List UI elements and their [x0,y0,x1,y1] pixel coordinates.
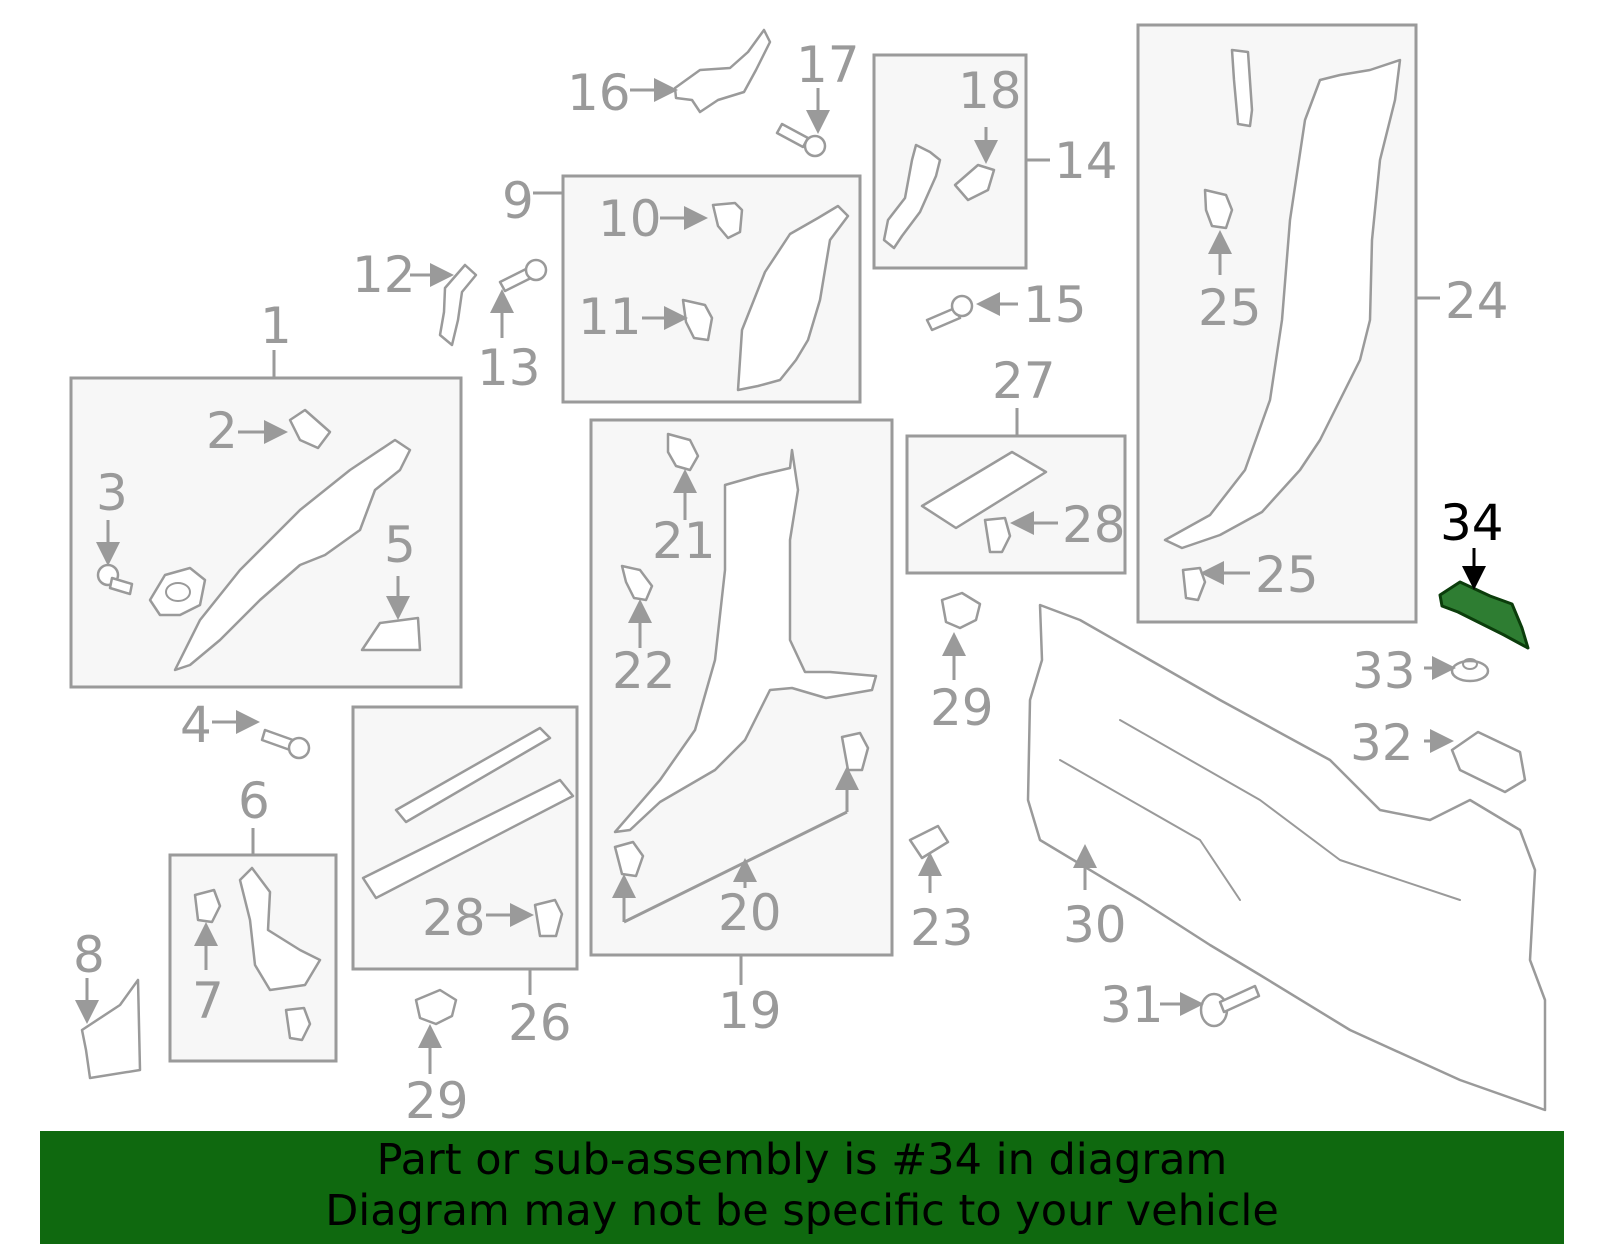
callout-25-upper: 25 [1198,279,1262,337]
callout-18: 18 [958,62,1022,120]
callout-26: 26 [508,994,572,1052]
cover-part [360,616,422,652]
callout-6: 6 [238,772,270,830]
trim-piece-part [238,866,322,992]
clip-part [438,263,478,347]
callout-32: 32 [1350,714,1414,772]
pillar-trim-part [613,448,878,834]
callout-22: 22 [612,642,676,700]
clip-part [840,731,870,772]
clip-part [711,201,744,240]
highlighted-part-34[interactable] [1438,580,1530,650]
clip-part [414,988,458,1026]
callout-11: 11 [578,288,642,346]
pillar-trim-part [736,204,850,392]
callout-13: 13 [477,339,541,397]
clip-part [983,516,1012,554]
callout-8: 8 [73,926,105,984]
callout-23: 23 [910,899,974,957]
clip-part [533,898,564,938]
speaker-part [148,566,207,617]
callout-19: 19 [718,982,782,1040]
bolt-part [498,258,548,293]
callout-16: 16 [567,64,631,122]
clip-part [908,824,950,860]
clip-part [613,840,645,878]
callout-12: 12 [352,246,416,304]
info-banner: Part or sub-assembly is #34 in diagram D… [40,1131,1564,1244]
callout-1: 1 [260,297,292,355]
callout-25-lower: 25 [1255,546,1319,604]
clip-part [284,1006,312,1042]
clip-part [1203,188,1234,230]
callout-30: 30 [1063,896,1127,954]
callout-14: 14 [1054,132,1118,190]
callout-4: 4 [180,696,212,754]
callout-28-left: 28 [422,889,486,947]
callout-5: 5 [384,516,416,574]
callout-10: 10 [598,190,662,248]
back-panel-part [1026,603,1547,1112]
bolt-part [96,563,134,596]
callout-34: 34 [1440,494,1504,552]
callout-31: 31 [1100,976,1164,1034]
step-plate-part [920,450,1048,530]
bolt-part [775,122,827,158]
banner-line-1: Part or sub-assembly is #34 in diagram [376,1135,1228,1185]
callout-20: 20 [718,884,782,942]
clip-part [953,163,996,202]
banner-line-2: Diagram may not be specific to your vehi… [325,1186,1279,1236]
callout-24: 24 [1445,272,1509,330]
callout-3: 3 [96,464,128,522]
scuff-plate-part [361,778,575,900]
nut-part [1450,658,1490,683]
clip-part [940,591,982,630]
callout-9: 9 [502,172,534,230]
callout-29-bottom: 29 [405,1072,469,1130]
clip-part [288,408,332,450]
callout-29-mid: 29 [930,679,994,737]
pillar-trim-part [173,438,412,672]
clip-part [1450,730,1527,794]
quarter-trim-part [1163,58,1402,550]
bracket-part [673,28,772,114]
clip-part [1230,48,1254,128]
callout-2: 2 [206,402,238,460]
push-pin-part [1199,984,1261,1028]
bolt-part [925,294,974,332]
clip-part [1181,566,1207,602]
callout-7: 7 [192,972,224,1030]
callout-33: 33 [1352,642,1416,700]
clip-part [193,888,222,924]
callout-17: 17 [796,36,860,94]
callout-15: 15 [1023,276,1087,334]
callout-21: 21 [652,512,716,570]
bracket-part [80,978,142,1080]
callout-28-right: 28 [1062,496,1126,554]
scuff-plate-part [394,726,552,824]
callout-27: 27 [992,352,1056,410]
bolt-part [260,728,311,760]
grab-handle-part [882,143,942,250]
